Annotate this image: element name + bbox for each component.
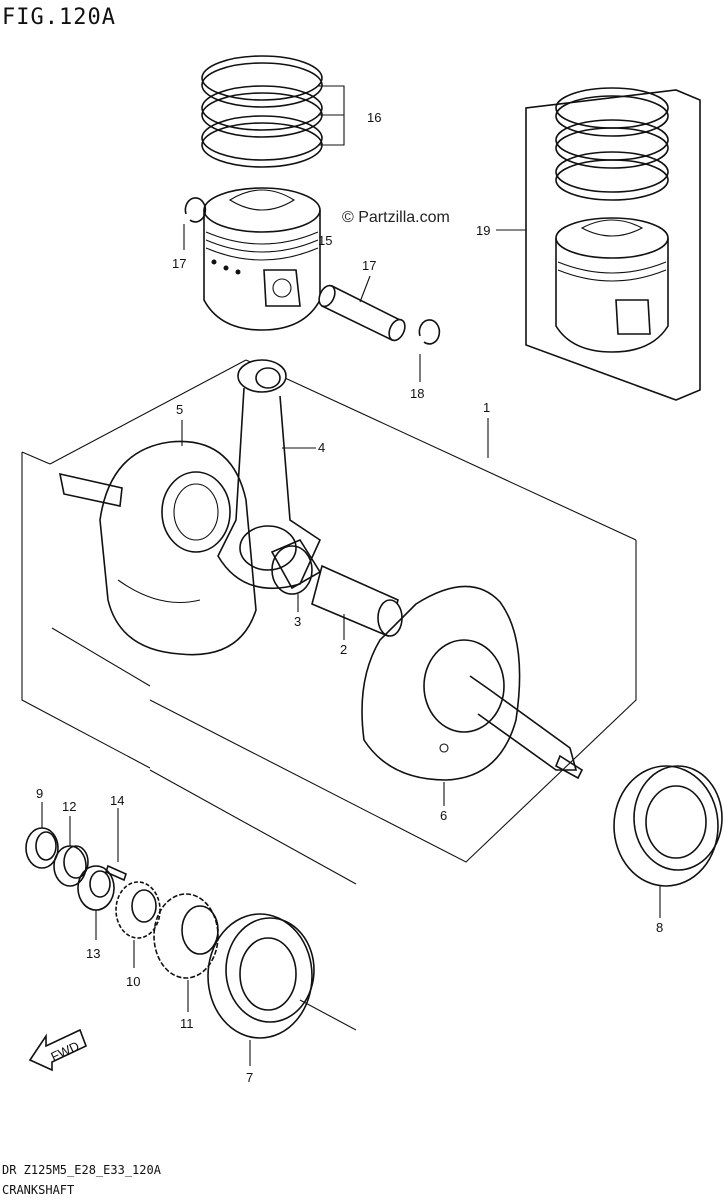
crankshaft-assembly-box <box>21 359 637 885</box>
callout-19: 19 <box>476 223 490 238</box>
woodruff-key[interactable] <box>105 808 127 882</box>
callout-14: 14 <box>110 793 124 808</box>
callout-18-left: 17 <box>172 256 186 271</box>
callout-5: 5 <box>176 402 183 417</box>
footer-code: DR Z125M5_E28_E33_120A <box>2 1163 162 1177</box>
callout-16: 16 <box>367 110 381 125</box>
thrust-washer[interactable] <box>77 865 115 940</box>
callout-11: 11 <box>180 1016 194 1031</box>
callout-3: 3 <box>294 614 301 629</box>
callout-1: 1 <box>483 400 490 415</box>
oil-seal[interactable] <box>25 802 59 869</box>
left-crank-bearing[interactable] <box>207 913 357 1066</box>
piston-pin[interactable] <box>316 275 408 343</box>
left-crank-flywheel[interactable] <box>58 420 257 656</box>
crank-pin[interactable] <box>311 564 403 640</box>
piston[interactable] <box>203 187 321 331</box>
watermark: © Partzilla.com <box>342 209 450 226</box>
callout-4: 4 <box>318 440 325 455</box>
piston-ring-set[interactable] <box>201 55 345 168</box>
footer-section: CRANKSHAFT <box>2 1183 74 1197</box>
callout-7: 7 <box>246 1070 253 1085</box>
callout-10: 10 <box>126 974 140 989</box>
balancer-drive-gear[interactable] <box>153 893 219 1012</box>
callout-13: 13 <box>86 946 100 961</box>
fwd-arrow: FWD <box>28 1028 88 1072</box>
piston-pin-circlip-left[interactable] <box>183 197 207 250</box>
callout-15: 15 <box>318 233 332 248</box>
callout-12: 12 <box>62 799 76 814</box>
piston-pin-circlip-right[interactable] <box>418 319 441 382</box>
figure-title: FIG.120A <box>2 5 116 30</box>
callout-17: 17 <box>362 258 376 273</box>
spacer-collar[interactable] <box>53 816 89 887</box>
piston-ring-kit-box[interactable] <box>496 87 701 401</box>
callout-9: 9 <box>36 786 43 801</box>
primary-drive-gear[interactable] <box>115 881 161 968</box>
right-crank-bearing[interactable] <box>613 765 723 918</box>
right-crank-web[interactable] <box>361 585 584 806</box>
connecting-rod[interactable] <box>217 359 322 590</box>
callout-6: 6 <box>440 808 447 823</box>
callout-2: 2 <box>340 642 347 657</box>
callout-8: 8 <box>656 920 663 935</box>
callout-18-right: 18 <box>410 386 424 401</box>
